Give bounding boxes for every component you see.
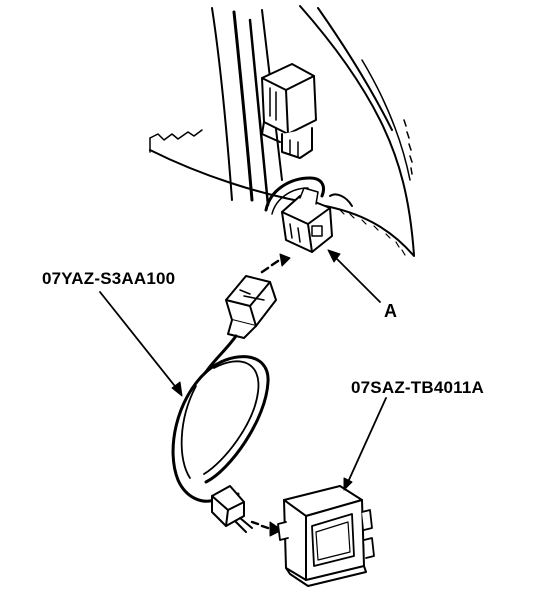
- tester-box: [277, 485, 375, 587]
- adapter-end-plug: [211, 485, 253, 533]
- connector-a: [281, 187, 333, 253]
- connection-arrow-lower: [250, 520, 283, 537]
- adapter-cable-coil: [171, 334, 270, 503]
- leader-a: [327, 249, 381, 303]
- part-a-label: A: [384, 301, 398, 321]
- body-panel: [149, 5, 415, 257]
- leader-tester: [343, 397, 387, 491]
- adapter-part-number-label: 07YAZ-S3AA100: [42, 269, 176, 288]
- adapter-connector: [225, 275, 277, 339]
- leader-adapter: [99, 291, 183, 397]
- tester-part-number-label: 07SAZ-TB4011A: [351, 378, 484, 397]
- mounted-connector-module: [261, 63, 317, 159]
- connection-arrow-upper: [260, 253, 291, 274]
